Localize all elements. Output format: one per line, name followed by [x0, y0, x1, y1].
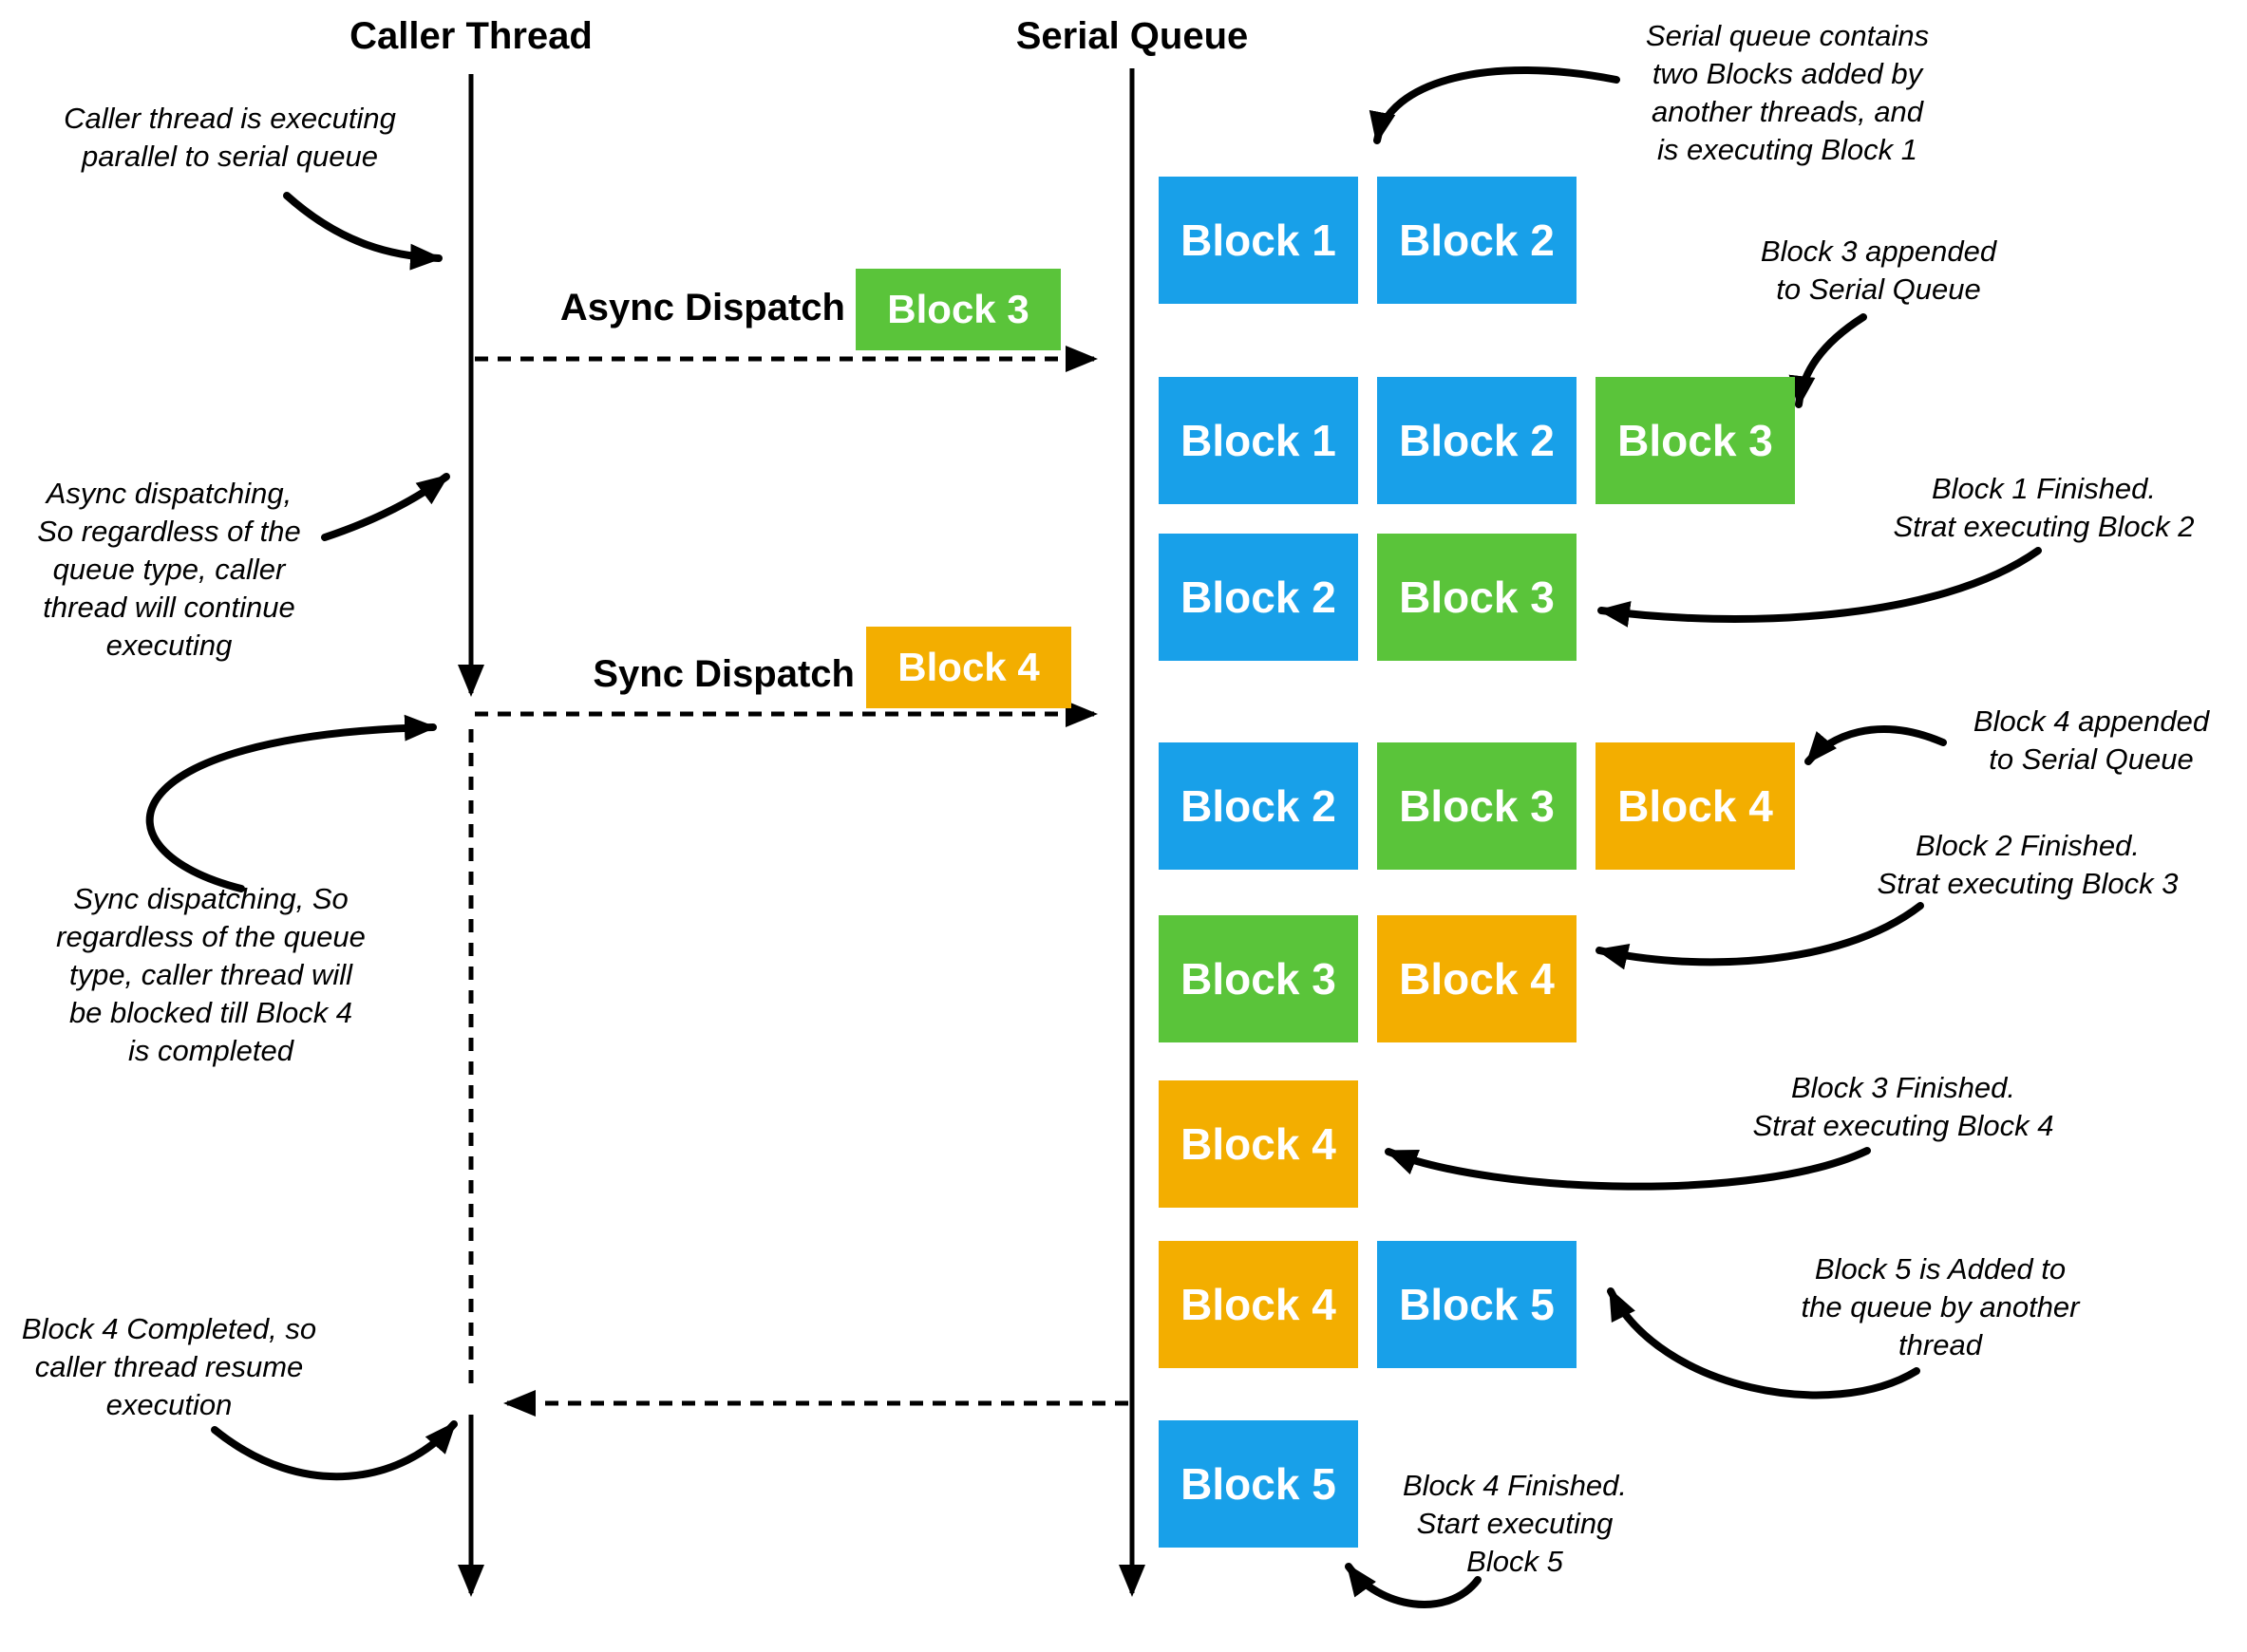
annotation-line: Strat executing Block 3 [1877, 867, 2179, 900]
async-dispatch-label: Async Dispatch [559, 287, 845, 329]
arrow-caller-parallel [283, 192, 443, 271]
caller-thread-title: Caller Thread [349, 15, 593, 57]
annotation-line: to Serial Queue [1989, 742, 2194, 776]
arrow-block3-finished [1385, 1147, 1871, 1191]
annotation-line: thread will continue [43, 591, 295, 624]
annotation-block3-appended: Block 3 appended to Serial Queue [1761, 233, 1996, 309]
queue-block: Block 3 [1377, 534, 1577, 661]
annotation-line: Block 4 Finished. [1402, 1469, 1628, 1502]
queue-block: Block 1 [1159, 377, 1358, 504]
annotation-block4-completed: Block 4 Completed, so caller thread resum… [22, 1310, 316, 1424]
queue-block: Block 5 [1159, 1420, 1358, 1548]
annotation-line: to Serial Queue [1776, 272, 1981, 306]
annotation-line: two Blocks added by [1652, 57, 1923, 90]
queue-block: Block 4 [1159, 1241, 1358, 1368]
annotation-line: Block 4 appended [1973, 704, 2210, 738]
annotation-line: is executing Block 1 [1657, 133, 1917, 166]
arrow-block3-appended [1788, 313, 1867, 408]
annotation-caller-parallel: Caller thread is executing parallel to se… [64, 100, 396, 176]
queue-block: Block 4 [1159, 1080, 1358, 1208]
queue-block: Block 4 [1596, 742, 1795, 870]
annotation-line: Block 3 appended [1760, 235, 1997, 268]
arrow-block2-finished [1596, 902, 1924, 970]
annotation-line: thread [1898, 1328, 1982, 1361]
annotation-block1-finished: Block 1 Finished. Strat executing Block 2 [1893, 470, 2194, 546]
arrow-block4-appended [1804, 725, 1947, 765]
queue-block: Block 2 [1377, 177, 1577, 304]
annotation-line: be blocked till Block 4 [68, 996, 353, 1029]
annotation-sync-dispatching: Sync dispatching, So regardless of the qu… [56, 880, 366, 1070]
queue-block: Block 3 [1377, 742, 1577, 870]
arrow-sync-dispatching [145, 714, 437, 892]
annotation-line: Strat executing Block 4 [1752, 1109, 2054, 1142]
annotation-line: Block 4 Completed, so [21, 1312, 317, 1345]
annotation-line: Sync dispatching, So [73, 882, 349, 915]
annotation-line: Caller thread is executing [64, 102, 396, 135]
async-dispatch-block-chip: Block 3 [856, 269, 1061, 350]
annotation-line: Block 2 Finished. [1915, 829, 2141, 862]
annotation-line: executing [105, 629, 233, 662]
annotation-line: the queue by another [1801, 1290, 2080, 1323]
annotation-block2-finished: Block 2 Finished. Strat executing Block 3 [1877, 827, 2178, 903]
annotation-line: Start executing [1416, 1507, 1614, 1540]
annotation-line: type, caller thread will [68, 958, 353, 991]
annotation-line: Serial queue contains [1645, 19, 1930, 52]
arrow-block1-finished [1597, 547, 2042, 628]
annotation-line: queue type, caller [52, 553, 286, 586]
annotation-line: Block 5 [1466, 1545, 1563, 1578]
annotation-line: regardless of the queue [56, 920, 366, 953]
annotation-block3-finished: Block 3 Finished. Strat executing Block 4 [1752, 1069, 2053, 1145]
queue-block: Block 3 [1596, 377, 1795, 504]
annotation-line: Block 3 Finished. [1790, 1071, 2016, 1104]
annotation-line: Block 1 Finished. [1931, 472, 2157, 505]
annotation-queue-initial: Serial queue contains two Blocks added by… [1646, 17, 1929, 169]
queue-block: Block 3 [1159, 915, 1358, 1042]
annotation-line: caller thread resume [34, 1350, 304, 1383]
annotation-line: Async dispatching, [46, 477, 293, 510]
annotation-block4-appended: Block 4 appended to Serial Queue [1973, 703, 2209, 779]
annotation-block5-added: Block 5 is Added to the queue by another t… [1801, 1250, 2079, 1364]
queue-block: Block 2 [1159, 742, 1358, 870]
annotation-async-dispatching: Async dispatching, So regardless of the qu… [37, 475, 300, 665]
annotation-line: Strat executing Block 2 [1893, 510, 2195, 543]
arrow-queue-initial [1369, 66, 1620, 144]
sync-dispatch-label: Sync Dispatch [593, 653, 855, 695]
queue-block: Block 2 [1159, 534, 1358, 661]
queue-block: Block 5 [1377, 1241, 1577, 1368]
annotation-line: So regardless of the [37, 515, 301, 548]
annotation-line: another threads, and [1651, 95, 1924, 128]
arrow-block4-completed [211, 1420, 458, 1481]
serial-queue-title: Serial Queue [1015, 15, 1249, 57]
arrow-async-dispatching [321, 473, 450, 541]
annotation-line: is completed [127, 1034, 294, 1067]
annotation-line: Block 5 is Added to [1814, 1252, 2067, 1286]
queue-block: Block 4 [1377, 915, 1577, 1042]
queue-block: Block 1 [1159, 177, 1358, 304]
queue-block: Block 2 [1377, 377, 1577, 504]
annotation-line: parallel to serial queue [82, 140, 378, 173]
sync-dispatch-block-chip: Block 4 [866, 627, 1071, 708]
annotation-line: execution [105, 1388, 233, 1421]
